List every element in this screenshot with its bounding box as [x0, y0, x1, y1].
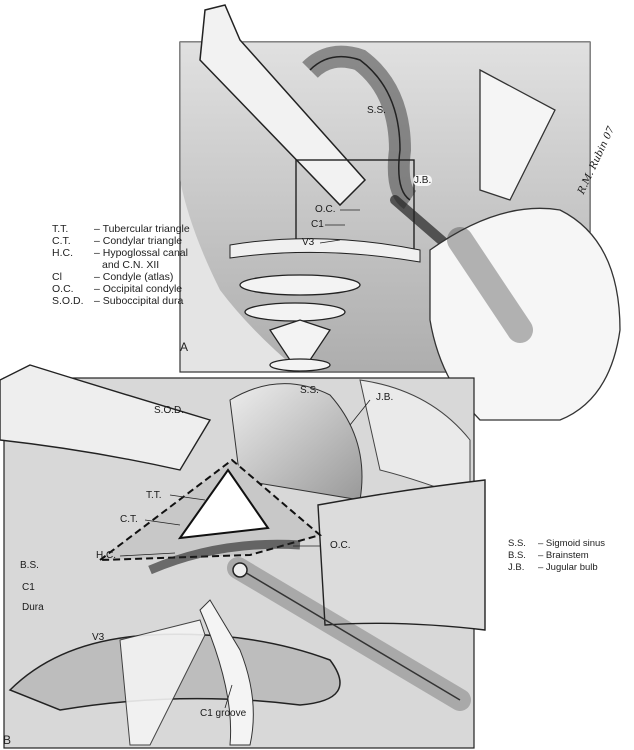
label-b-c1: C1: [22, 582, 35, 593]
legend-desc: – Condylar triangle: [94, 235, 183, 247]
legend-abbr: J.B.: [508, 562, 525, 573]
legend-desc: – Condyle (atlas): [94, 271, 174, 283]
legend-desc: – Occipital condyle: [94, 283, 183, 295]
legend-desc: – Hypoglossal canal: [94, 247, 188, 259]
panel-a-drawing: [179, 4, 621, 421]
label-a-v3: V3: [302, 237, 315, 248]
legend-abbr: S.S.: [508, 538, 526, 549]
panel-label-b: B: [3, 733, 12, 747]
leader-lines: [119, 209, 371, 709]
legend-desc: – Suboccipital dura: [94, 295, 184, 307]
label-b-bs: B.S.: [20, 560, 39, 571]
label-a-oc: O.C.: [315, 204, 336, 215]
legend-desc: and C.N. XII: [102, 259, 160, 271]
legend-abbr: S.O.D.: [52, 295, 84, 307]
label-b-hc: H.C.: [96, 550, 116, 561]
label-b-v3: V3: [92, 632, 105, 643]
label-b-oc: O.C.: [330, 540, 351, 551]
legend-abbreviations-bottom: S.S. – Sigmoid sinus B.S. – Brainstem J.B.…: [508, 538, 605, 574]
legend-abbr: C.T.: [52, 235, 71, 247]
legend-desc: – Tubercular triangle: [94, 223, 190, 235]
label-b-jb: J.B.: [376, 392, 394, 403]
label-a-ss: S.S.: [367, 105, 386, 116]
label-b-c1-groove: C1 groove: [200, 708, 247, 719]
panel-b-drawing: [0, 364, 486, 749]
legend-abbr: O.C.: [52, 283, 74, 295]
label-b-dura: Dura: [22, 602, 44, 613]
label-a-c1: C1: [311, 219, 324, 230]
label-a-jb: J.B.: [413, 175, 433, 186]
label-b-ct: C.T.: [120, 514, 138, 525]
legend-desc: – Brainstem: [538, 550, 589, 561]
legend-abbr: T.T.: [52, 223, 69, 235]
legend-desc: – Sigmoid sinus: [538, 538, 606, 549]
legend-abbr: [52, 259, 94, 271]
label-b-sod: S.O.D.: [154, 405, 185, 416]
legend-abbreviations-top: T.T. – Tubercular triangle C.T. – Condylar…: [52, 223, 190, 307]
legend-abbr: H.C.: [52, 247, 73, 259]
label-b-ss: S.S.: [300, 385, 319, 396]
legend-abbr: Cl: [52, 271, 62, 283]
legend-desc: – Jugular bulb: [538, 562, 598, 573]
legend-abbr: B.S.: [508, 550, 526, 561]
label-b-tt: T.T.: [146, 490, 162, 501]
panel-label-a: A: [180, 340, 189, 354]
